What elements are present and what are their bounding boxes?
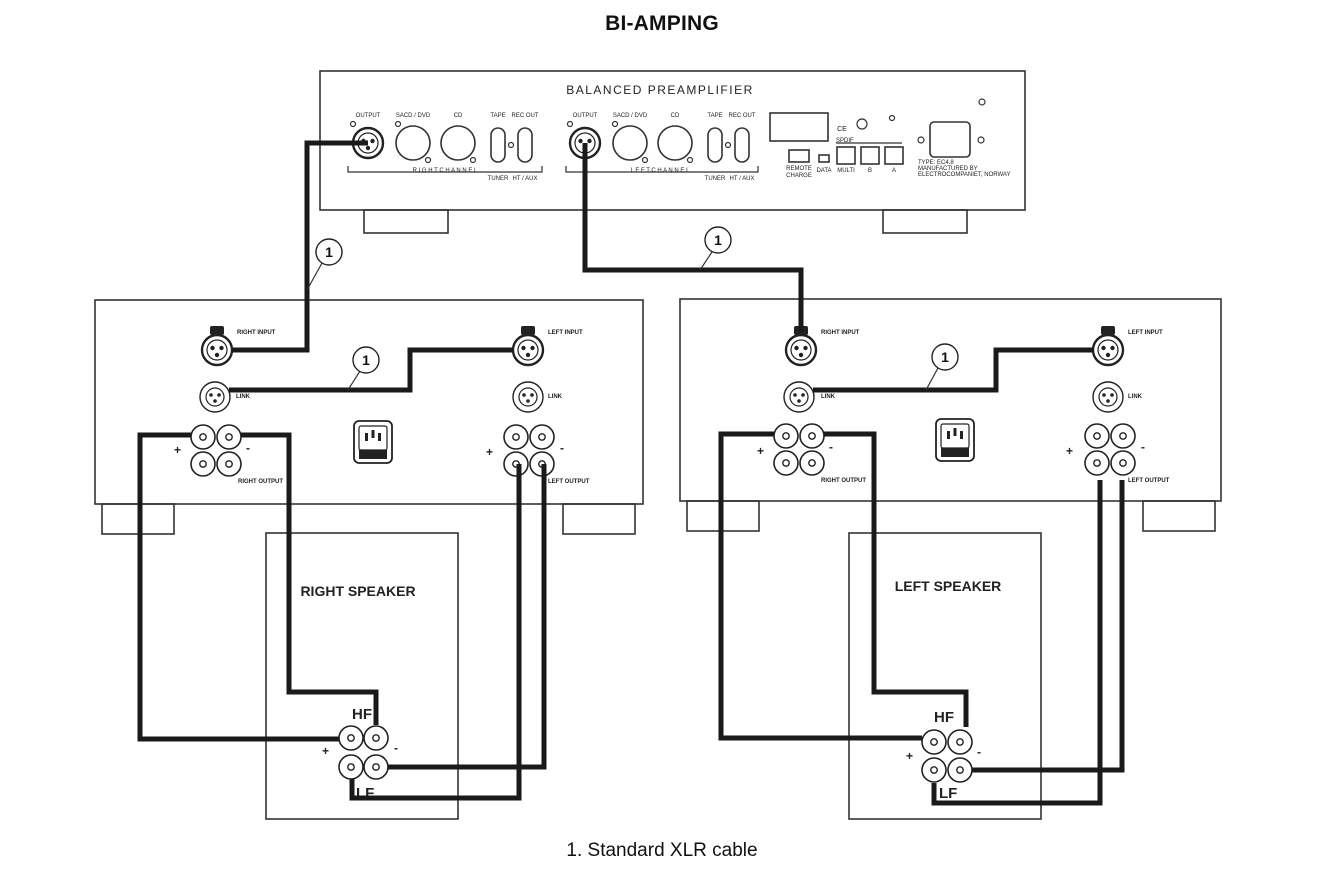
preamp-control-section: CE SPDIF REMOTE CHARGE DATA MULTI B A TY… [769, 98, 1010, 179]
svg-text:MANUFACTURED BY: MANUFACTURED BY [918, 166, 978, 172]
diagram-caption: 1. Standard XLR cable [566, 840, 758, 861]
svg-text:-: - [394, 741, 398, 755]
speaker-cable-amp1-lf-minus [388, 464, 547, 770]
speaker-cable-amp2-lf-minus [972, 480, 1125, 773]
svg-text:-: - [246, 441, 250, 455]
speaker-cable-amp1-hf-minus [241, 432, 379, 725]
svg-text:A: A [892, 168, 896, 174]
callout-1c: 1 [362, 352, 370, 368]
svg-text:OUTPUT: OUTPUT [573, 113, 598, 119]
balanced-preamplifier: BALANCED PREAMPLIFIER OUTPUT SACD / DVD … [319, 70, 1026, 234]
svg-text:-: - [560, 441, 564, 455]
svg-text:CD: CD [671, 113, 680, 119]
diagram-title: BI-AMPING [605, 12, 719, 35]
amp2-right-input-label: RIGHT INPUT [821, 330, 860, 336]
svg-text:+: + [174, 443, 181, 457]
svg-text:-: - [829, 440, 833, 454]
right-speaker-label: RIGHT SPEAKER [300, 583, 415, 599]
svg-text:TYPE: EC4.8: TYPE: EC4.8 [918, 160, 954, 166]
callout-1b: 1 [714, 232, 722, 248]
amp2-left-input-label: LEFT INPUT [1128, 330, 1163, 336]
right-speaker: RIGHT SPEAKER HF LF + - [265, 532, 459, 820]
svg-text:+: + [322, 744, 329, 758]
svg-text:HT / AUX: HT / AUX [730, 176, 755, 182]
amplifier-right-speaker: RIGHT INPUT LEFT INPUT LINK LINK + - RIG… [94, 299, 644, 535]
svg-text:+: + [906, 749, 913, 763]
svg-text:HT / AUX: HT / AUX [513, 176, 538, 182]
svg-text:LEFT OUTPUT: LEFT OUTPUT [548, 479, 590, 485]
svg-text:R I G H T C H A N N E L: R I G H T C H A N N E L [413, 168, 478, 174]
svg-text:-: - [1141, 440, 1145, 454]
speaker-cable-amp2-lf-plus [931, 480, 1103, 806]
callout-1d: 1 [941, 349, 949, 365]
right-speaker-terminals [338, 725, 389, 780]
preamp-left-channel: OUTPUT SACD / DVD CD TAPE REC OUT L E F … [565, 113, 759, 182]
speaker-cable-amp2-hf-plus [718, 431, 922, 741]
svg-text:L E F T C H A N N E L: L E F T C H A N N E L [631, 168, 691, 174]
svg-text:REC OUT: REC OUT [729, 113, 756, 119]
svg-text:+: + [757, 444, 764, 458]
preamp-name: BALANCED PREAMPLIFIER [566, 83, 754, 97]
svg-text:HF: HF [352, 706, 372, 723]
svg-text:HF: HF [934, 709, 954, 726]
callout-1a: 1 [325, 244, 333, 260]
amp1-left-input-label: LEFT INPUT [548, 330, 583, 336]
speaker-cable-amp2-hf-minus [824, 431, 969, 727]
speaker-cable-amp1-hf-plus [137, 432, 339, 742]
svg-text:TUNER: TUNER [705, 176, 726, 182]
speaker-cable-amp1-lf-plus [349, 464, 522, 801]
svg-text:TAPE: TAPE [490, 113, 505, 119]
svg-text:REC OUT: REC OUT [512, 113, 539, 119]
svg-text:REMOTE: REMOTE [786, 166, 812, 172]
xlr-cable-preamp-to-amp1 [232, 140, 368, 353]
svg-text:LINK: LINK [236, 394, 251, 400]
ce-mark: CE [837, 126, 847, 133]
svg-text:SACD / DVD: SACD / DVD [396, 113, 431, 119]
preamp-right-channel: OUTPUT SACD / DVD CD TAPE REC OUT R I G … [347, 113, 543, 182]
svg-text:+: + [1066, 444, 1073, 458]
svg-text:DATA: DATA [816, 168, 831, 174]
svg-text:OUTPUT: OUTPUT [356, 113, 381, 119]
svg-text:MULTI: MULTI [837, 168, 855, 174]
svg-text:RIGHT OUTPUT: RIGHT OUTPUT [238, 479, 283, 485]
amplifier-left-speaker: RIGHT INPUT LEFT INPUT LINK LINK + - RIG… [679, 298, 1222, 532]
svg-text:SACD / DVD: SACD / DVD [613, 113, 648, 119]
svg-text:LEFT OUTPUT: LEFT OUTPUT [1128, 478, 1170, 484]
svg-text:CHARGE: CHARGE [786, 173, 812, 179]
xlr-cable-preamp-to-amp2 [582, 143, 804, 332]
svg-text:SPDIF: SPDIF [836, 138, 854, 144]
xlr-link-cable-amp2 [813, 347, 1093, 393]
amp1-right-input-label: RIGHT INPUT [237, 330, 276, 336]
svg-text:ELECTROCOMPANIET, NORWAY: ELECTROCOMPANIET, NORWAY [918, 172, 1010, 178]
svg-text:RIGHT OUTPUT: RIGHT OUTPUT [821, 478, 866, 484]
svg-text:-: - [977, 745, 981, 759]
left-speaker-terminals [921, 729, 973, 783]
left-speaker-label: LEFT SPEAKER [895, 578, 1002, 594]
svg-text:LF: LF [939, 785, 957, 802]
left-speaker: LEFT SPEAKER HF LF + - [848, 532, 1042, 820]
svg-text:B: B [868, 168, 872, 174]
cable-callouts: 1 1 1 1 [306, 226, 959, 391]
svg-text:TUNER: TUNER [488, 176, 509, 182]
xlr-link-cable-amp1 [229, 347, 513, 393]
svg-text:CD: CD [454, 113, 463, 119]
svg-text:TAPE: TAPE [707, 113, 722, 119]
svg-text:LINK: LINK [1128, 394, 1143, 400]
svg-text:+: + [486, 445, 493, 459]
cables [137, 140, 1125, 806]
svg-text:LINK: LINK [821, 394, 836, 400]
svg-text:LINK: LINK [548, 394, 563, 400]
